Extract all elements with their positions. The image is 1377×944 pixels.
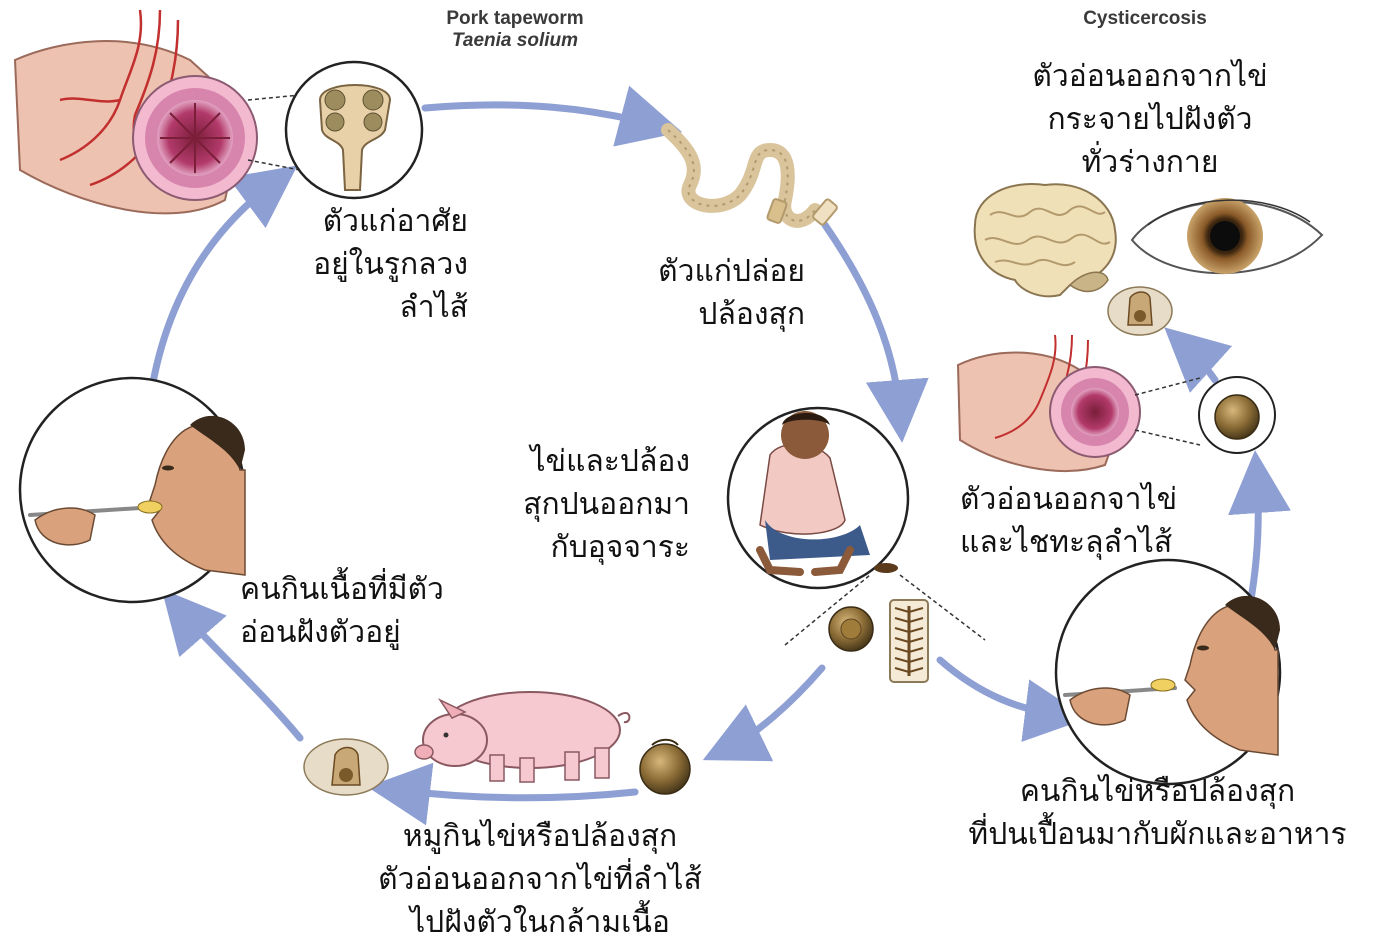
- arrow-to-cyst: [395, 790, 635, 798]
- human-eating: [1056, 560, 1280, 784]
- label-human-eats-infected-meat: คนกินเนื้อที่มีตัว อ่อนฝังตัวอยู่: [240, 568, 500, 654]
- label-human-eats-eggs: คนกินไข่หรือปล้องสุก ที่ปนเปื้อนมากับผัก…: [945, 770, 1370, 856]
- arrow-to-child: [825, 225, 900, 415]
- header-pork-tapeworm: Pork tapeworm Taenia solium: [400, 8, 630, 52]
- label-adult-in-intestine: ตัวแก่อาศัย อยู่ในรูกลวง ลำไส้: [250, 200, 468, 329]
- arrow-up-to-intestine: [1250, 478, 1258, 605]
- gravid-proglottid: [890, 600, 928, 682]
- header-cysticercosis: Cysticercosis: [1030, 8, 1260, 30]
- scolex-magnified: [286, 62, 422, 198]
- cysticercus-in-muscle: [1108, 287, 1172, 335]
- arrow-to-proglottids: [425, 105, 655, 125]
- intestine-illustration: [15, 10, 257, 213]
- brain: [975, 184, 1116, 296]
- egg: [829, 607, 873, 651]
- egg: [1199, 377, 1275, 453]
- taenia-solium-subtitle: Taenia solium: [400, 30, 630, 52]
- label-eggs-in-feces: ไข่และปล้อง สุกปนออกมา กับอุจจาระ: [490, 440, 690, 569]
- arrow-up-to-cyst: [1185, 346, 1215, 380]
- eye: [1132, 198, 1322, 274]
- intestine-illustration: [958, 335, 1140, 471]
- pig: [415, 692, 629, 782]
- label-adult-releases-segments: ตัวแก่ปล่อย ปล้องสุก: [600, 250, 805, 336]
- label-pig-eats-eggs: หมูกินไข่หรือปล้องสุก ตัวอ่อนออกจากไข่ที…: [330, 815, 750, 944]
- child-defecating: [728, 408, 908, 588]
- egg: [640, 740, 690, 794]
- human-eating: [20, 378, 245, 602]
- label-larva-spreads-body: ตัวอ่อนออกจากไข่ กระจายไปฝังตัว ทั่วร่าง…: [1000, 55, 1300, 184]
- arrow-to-human-right: [940, 660, 1060, 715]
- arrow-to-pig: [728, 668, 822, 748]
- pork-tapeworm-title: Pork tapeworm: [400, 8, 630, 30]
- cysticercus-in-muscle: [304, 739, 388, 795]
- label-larva-penetrates-intestine: ตัวอ่อนออกจาไข่ และไชทะลุลำไส้: [960, 478, 1220, 564]
- proglottid-chain: [668, 130, 838, 226]
